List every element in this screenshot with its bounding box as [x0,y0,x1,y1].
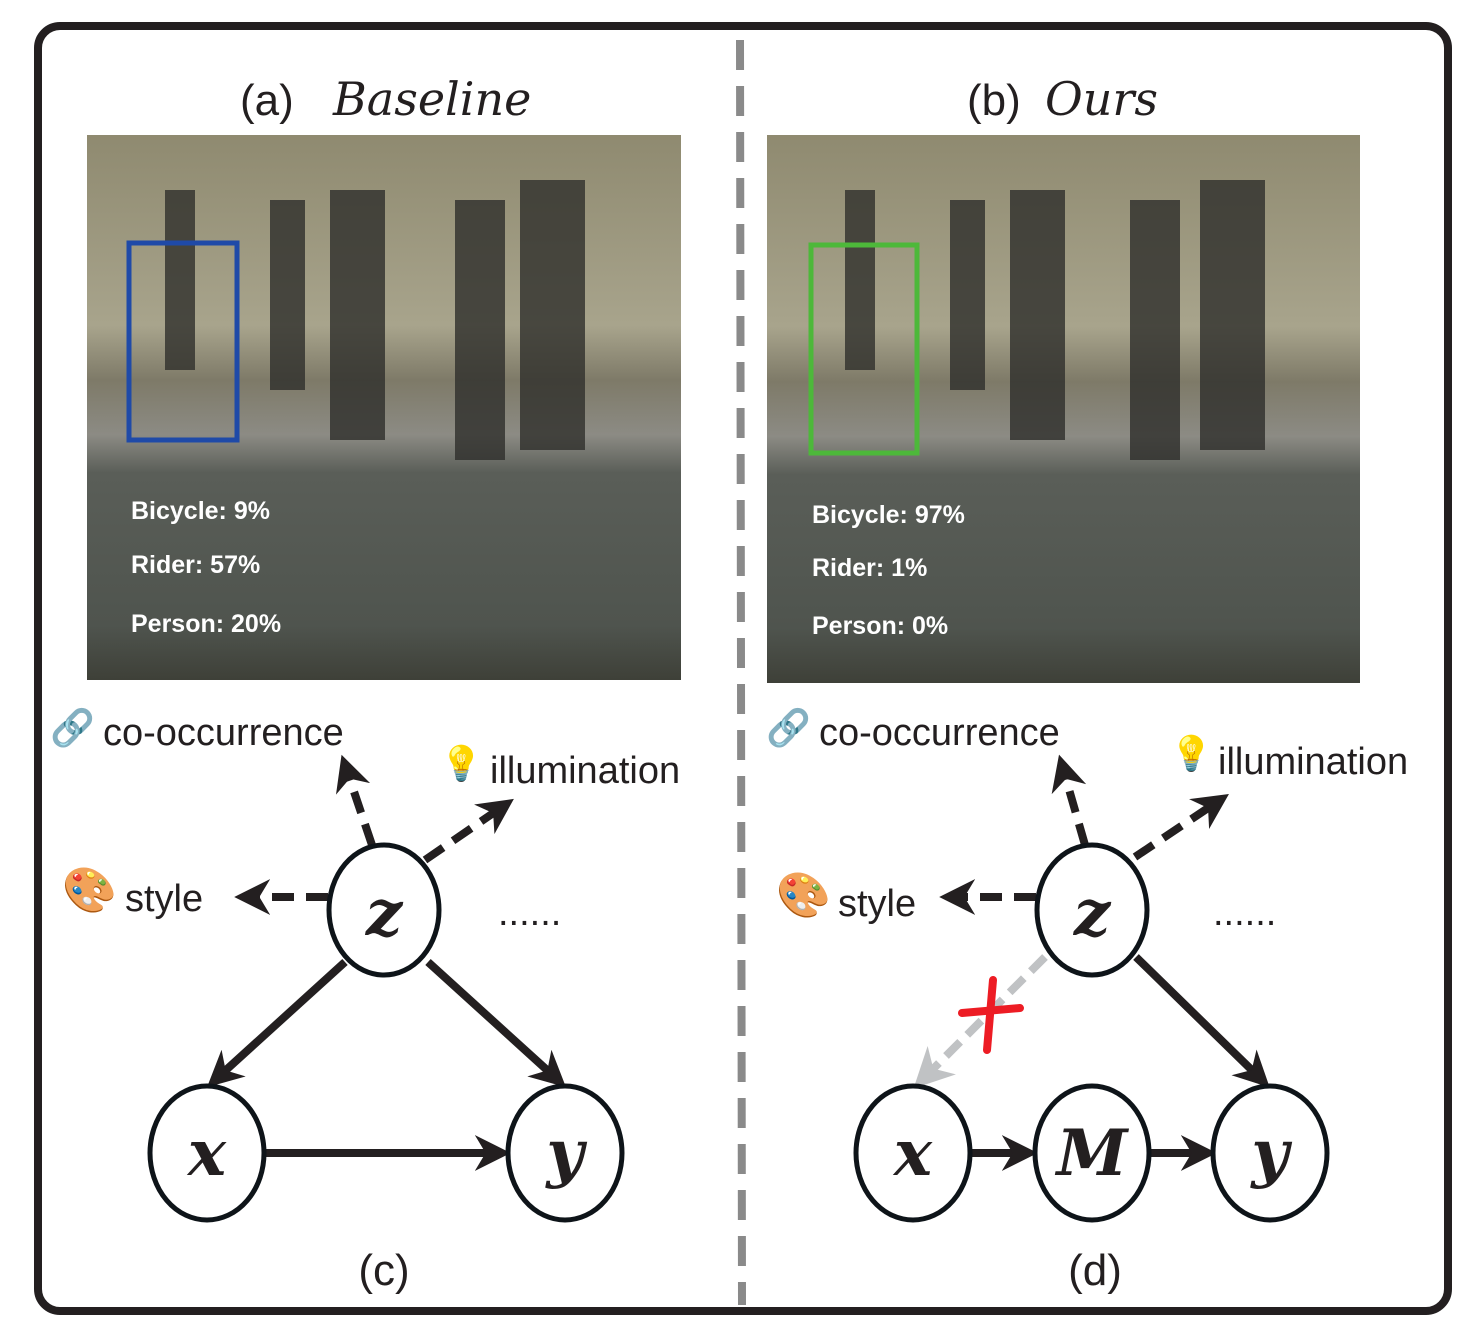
caption-c: (c) [358,1246,409,1295]
divider [736,39,746,1306]
score-rider: Rider: 1% [812,554,927,582]
ours-photo [767,135,1360,683]
node-m [1032,1083,1152,1223]
palette-icon: 🎨 [776,868,831,920]
panel-a-title: Baseline [332,72,531,126]
causal-graph-d: 🔗 co-occurrence 💡 illumination 🎨 style .… [766,706,1408,1295]
score-rider: Rider: 57% [131,551,260,579]
node-z [1034,842,1150,978]
label-illumination: illumination [1218,741,1408,783]
cross-icon [958,976,1024,1054]
score-bicycle: Bicycle: 97% [812,501,965,529]
node-y [1210,1083,1330,1223]
node-x-label: x [892,1116,933,1191]
panel-b-label: (b) [967,76,1021,125]
label-style: style [838,883,916,925]
lightbulb-icon: 💡 [440,744,482,783]
label-illumination: illumination [490,750,680,792]
link-icon: 🔗 [50,706,95,749]
causal-graph-c: 🔗 co-occurrence 💡 illumination 🎨 style .… [50,706,680,1295]
palette-icon: 🎨 [62,863,117,915]
score-person: Person: 0% [812,612,948,640]
label-co-occurrence: co-occurrence [103,712,344,754]
label-co-occurrence: co-occurrence [819,712,1060,754]
node-x [147,1083,267,1223]
baseline-photo [87,135,681,680]
node-m-label: M [1055,1116,1130,1191]
score-person: Person: 20% [131,610,281,638]
lightbulb-icon: 💡 [1170,734,1212,773]
panel-b-title: Ours [1045,72,1158,126]
ellipsis: ...... [1213,892,1276,934]
node-z-label: z [1073,876,1112,951]
node-x [853,1083,973,1223]
ellipsis: ...... [498,892,561,934]
bicycle-box [126,240,240,443]
node-y-label: y [1249,1116,1292,1191]
score-bicycle: Bicycle: 9% [131,497,270,525]
panel-a-label: (a) [240,76,294,125]
node-z [326,842,442,978]
node-y [505,1083,625,1223]
caption-d: (d) [1068,1246,1122,1295]
bicycle-box [808,242,920,456]
node-y-label: y [544,1116,587,1191]
node-z-label: z [365,876,404,951]
node-x-label: x [186,1116,227,1191]
link-icon: 🔗 [766,706,811,749]
label-style: style [125,878,203,920]
